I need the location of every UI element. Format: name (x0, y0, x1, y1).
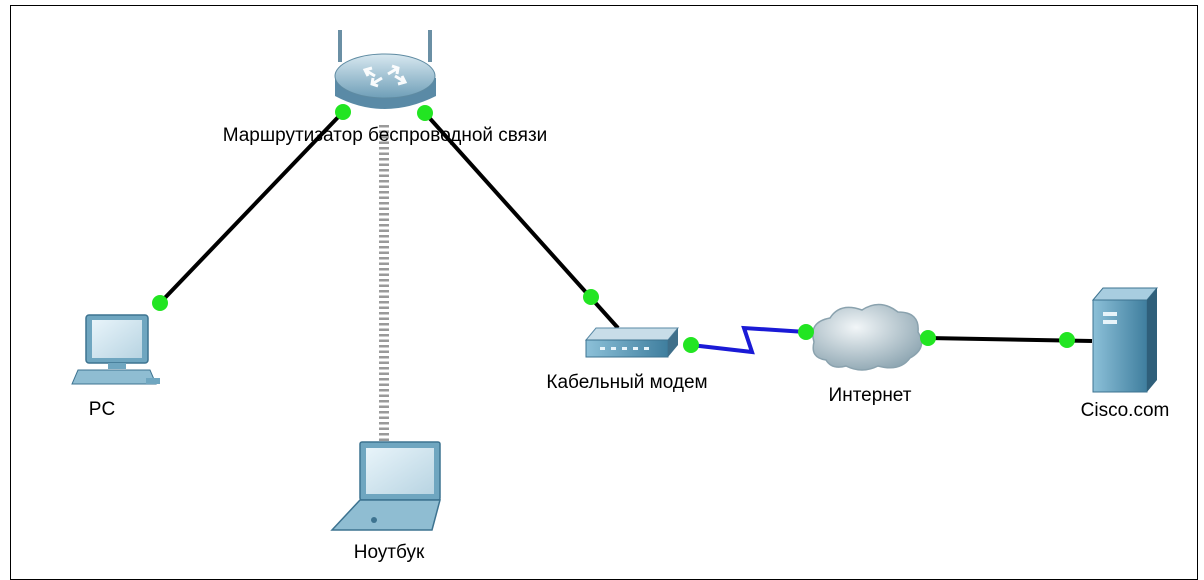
server-icon[interactable] (1091, 287, 1159, 393)
internet-label: Интернет (829, 385, 912, 406)
port-modem-router (583, 289, 599, 305)
cloud-icon[interactable] (812, 303, 923, 371)
server-label: Cisco.com (1081, 400, 1170, 421)
diagram-frame (10, 5, 1198, 580)
link-modem-internet-coax[interactable] (690, 325, 807, 355)
laptop-icon[interactable] (330, 441, 441, 531)
pc-label: PC (89, 399, 115, 420)
port-internet-modem (798, 324, 814, 340)
laptop-label: Ноутбук (354, 542, 425, 563)
modem-label: Кабельный модем (546, 372, 707, 393)
port-router-modem (417, 105, 433, 121)
port-router-pc (335, 104, 351, 120)
port-internet-server (920, 330, 936, 346)
link-router-pc[interactable] (158, 110, 345, 305)
port-indicators (152, 104, 1075, 353)
cable-modem-icon[interactable] (584, 327, 680, 358)
router-label: Маршрутизатор беспроводной связи (223, 125, 548, 146)
desktop-pc-icon[interactable] (71, 314, 160, 385)
port-pc (152, 295, 168, 311)
wireless-router-icon[interactable] (334, 30, 436, 109)
port-modem-coax (683, 337, 699, 353)
port-server (1059, 332, 1075, 348)
